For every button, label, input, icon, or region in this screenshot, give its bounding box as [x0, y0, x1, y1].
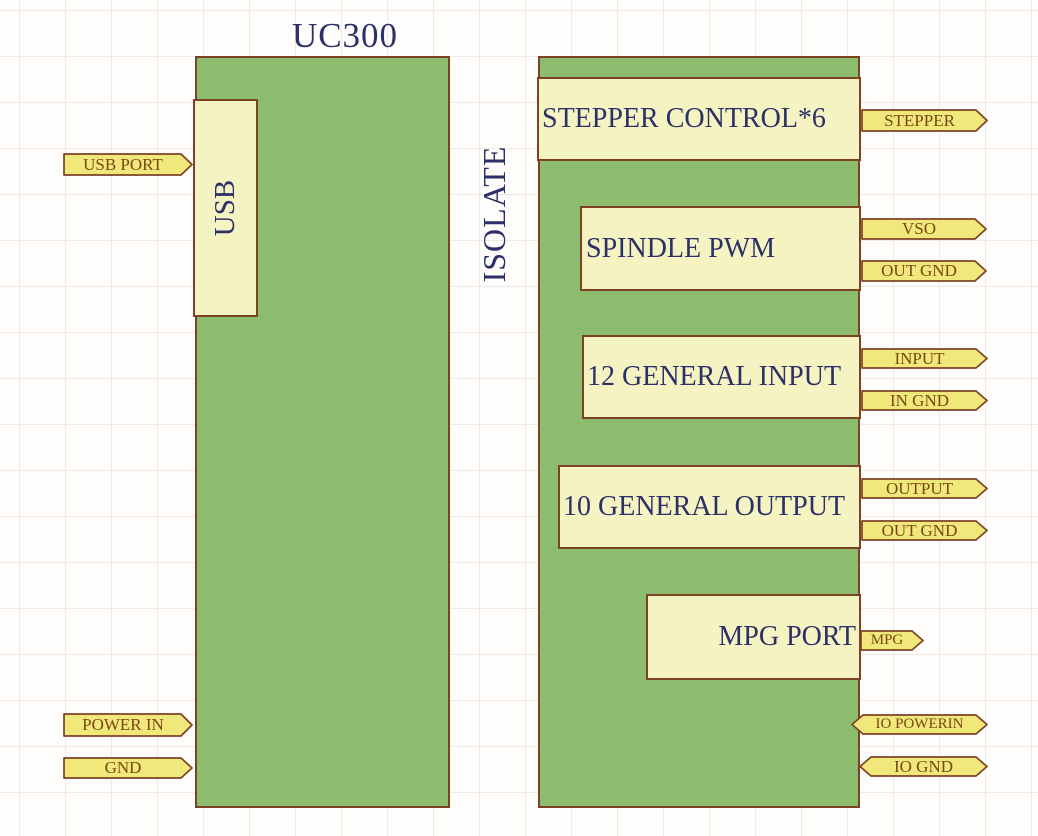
port-arrow-shape: [861, 348, 988, 369]
general-input-label: 12 GENERAL INPUT: [587, 361, 842, 392]
general-output-module: 10 GENERAL OUTPUT: [558, 465, 861, 549]
port-mpg-label: MPG: [870, 632, 904, 648]
port-gnd-label: GND: [104, 758, 142, 777]
port-stepper-label: STEPPER: [884, 110, 955, 130]
spindle-pwm-module: SPINDLE PWM: [580, 206, 861, 291]
port-out-gnd-spindle-label: OUT GND: [881, 261, 957, 280]
mpg-port-module: MPG PORT: [646, 594, 861, 680]
port-arrow-shape: [851, 714, 988, 735]
stepper-control-module: STEPPER CONTROL*6: [537, 77, 861, 161]
port-output: OUTPUT: [861, 478, 988, 499]
port-arrow-shape: [861, 260, 987, 282]
port-out-gnd-output: OUT GND: [861, 520, 988, 541]
port-mpg: MPG: [860, 630, 924, 651]
port-input: INPUT: [861, 348, 988, 369]
port-arrow-shape: [860, 630, 924, 651]
usb-module-box: [193, 99, 258, 317]
port-arrow-shape: [861, 478, 988, 499]
isolate-label: ISOLATE: [476, 145, 512, 283]
port-arrow-shape: [861, 520, 988, 541]
port-arrow-shape: [63, 153, 193, 176]
port-out-gnd-output-label: OUT GND: [881, 520, 958, 540]
usb-module-label: USB: [209, 179, 241, 237]
port-io-powerin-label: IO POWERIN: [875, 716, 964, 732]
port-usb-port-label: USB PORT: [83, 154, 163, 174]
isolated-io-block: [538, 56, 860, 808]
port-arrow-shape: [861, 109, 988, 132]
port-usb-port: USB PORT: [63, 153, 193, 176]
port-io-powerin: IO POWERIN: [851, 714, 988, 735]
port-stepper: STEPPER: [861, 109, 988, 132]
port-out-gnd-spindle: OUT GND: [861, 260, 987, 282]
port-io-gnd-label: IO GND: [893, 756, 954, 776]
port-power-in-label: POWER IN: [82, 715, 164, 734]
diagram-title: UC300: [291, 16, 399, 55]
port-arrow-shape: [861, 218, 987, 240]
port-arrow-shape: [63, 713, 193, 737]
port-output-label: OUTPUT: [885, 478, 954, 498]
spindle-pwm-label: SPINDLE PWM: [586, 232, 776, 264]
port-in-gnd: IN GND: [861, 390, 988, 411]
port-power-in: POWER IN: [63, 713, 193, 737]
general-input-module: 12 GENERAL INPUT: [582, 335, 861, 419]
mpg-port-label: MPG PORT: [718, 621, 856, 652]
port-vso: VSO: [861, 218, 987, 240]
port-arrow-shape: [63, 757, 193, 779]
general-output-label: 10 GENERAL OUTPUT: [563, 491, 846, 522]
port-in-gnd-label: IN GND: [889, 390, 950, 410]
port-arrow-shape: [861, 390, 988, 411]
port-vso-label: VSO: [901, 219, 936, 238]
port-io-gnd: IO GND: [859, 756, 988, 777]
stepper-control-label: STEPPER CONTROL*6: [542, 103, 826, 134]
port-gnd: GND: [63, 757, 193, 779]
port-arrow-shape: [859, 756, 988, 777]
port-input-label: INPUT: [894, 348, 945, 368]
